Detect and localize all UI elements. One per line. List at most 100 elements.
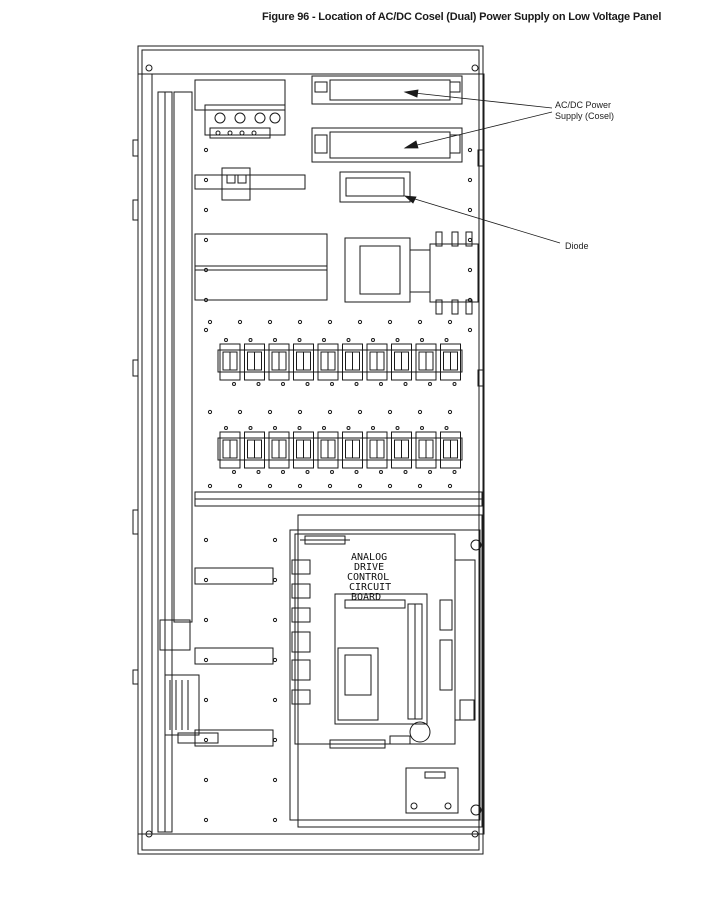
cosel-power-supply-1 (311, 75, 463, 105)
mounting-hole (267, 483, 273, 489)
mounting-hole (387, 409, 393, 415)
terminal-block (440, 338, 461, 386)
cosel-power-supply-2 (311, 127, 463, 163)
mounting-hole (417, 483, 423, 489)
mounting-hole (447, 319, 453, 325)
power-supply-callout-line1: AC/DC Power (555, 100, 612, 110)
mounting-hole (297, 319, 303, 325)
board-label-line5: BOARD (351, 592, 381, 603)
terminal-block (317, 338, 339, 386)
mounting-hole (267, 319, 273, 325)
mounting-hole (467, 207, 473, 213)
mounting-hole (467, 327, 473, 333)
board-label-line4: CIRCUIT (349, 582, 391, 593)
terminal-row-lower (217, 426, 463, 474)
mounting-hole (327, 409, 333, 415)
terminal-block (342, 426, 363, 474)
mounting-hole (387, 483, 393, 489)
terminal-block (415, 426, 437, 474)
left-vertical-rail (157, 91, 219, 833)
terminal-block (366, 338, 388, 386)
contactor (409, 231, 479, 315)
mounting-hole (327, 319, 333, 325)
mounting-hole (203, 147, 209, 153)
mounting-hole (467, 177, 473, 183)
mounting-hole (447, 483, 453, 489)
lower-din-rails (194, 567, 274, 747)
mounting-hole (203, 537, 209, 543)
board-label-line2: DRIVE (354, 562, 384, 573)
filter-housing (194, 233, 328, 301)
terminal-block (268, 426, 290, 474)
mounting-hole (207, 319, 213, 325)
mounting-hole (272, 537, 278, 543)
mounting-hole (203, 327, 209, 333)
terminal-block (244, 338, 265, 386)
din-rail (217, 437, 463, 461)
mounting-hole (297, 483, 303, 489)
mounting-hole (203, 617, 209, 623)
din-rail (217, 349, 463, 373)
mounting-hole (203, 697, 209, 703)
transformer (344, 237, 411, 303)
mounting-hole (203, 237, 209, 243)
callout-leaders (403, 89, 561, 244)
mounting-hole (272, 577, 278, 583)
mounting-hole (272, 697, 278, 703)
terminal-block (440, 426, 461, 474)
mounting-hole (207, 409, 213, 415)
diode-callout: Diode (565, 241, 589, 251)
mounting-hole (387, 319, 393, 325)
board-label: ANALOG DRIVE CONTROL CIRCUIT BOARD (347, 552, 391, 603)
mounting-hole (203, 737, 209, 743)
mounting-hole (272, 737, 278, 743)
mounting-hole (203, 297, 209, 303)
mounting-hole (203, 177, 209, 183)
terminal-row-upper (217, 338, 463, 386)
mounting-holes (203, 147, 473, 823)
terminal-block (293, 426, 314, 474)
mounting-hole (447, 409, 453, 415)
cabinet-frame (132, 45, 485, 855)
terminal-block (415, 338, 437, 386)
mounting-hole (417, 319, 423, 325)
board-label-line1: ANALOG (351, 552, 387, 563)
mounting-hole (272, 657, 278, 663)
mounting-hole (272, 777, 278, 783)
mounting-hole (237, 483, 243, 489)
mounting-hole (417, 409, 423, 415)
power-supply-callout-line2: Supply (Cosel) (555, 111, 615, 121)
cable-duct (194, 491, 483, 507)
mounting-hole (467, 267, 473, 273)
mounting-hole (467, 297, 473, 303)
mounting-hole (203, 817, 209, 823)
terminal-block (268, 338, 290, 386)
terminal-block (317, 426, 339, 474)
terminal-block (293, 338, 314, 386)
mounting-hole (467, 147, 473, 153)
diode (339, 171, 411, 203)
mounting-hole (327, 483, 333, 489)
mounting-hole (272, 617, 278, 623)
mounting-hole (203, 577, 209, 583)
mounting-hole (203, 267, 209, 273)
terminal-block (219, 338, 241, 386)
mounting-hole (267, 409, 273, 415)
mounting-hole (237, 319, 243, 325)
terminal-block (219, 426, 241, 474)
mounting-hole (357, 319, 363, 325)
mounting-hole (467, 237, 473, 243)
terminal-block (244, 426, 265, 474)
mounting-hole (357, 483, 363, 489)
mounting-hole (203, 207, 209, 213)
mounting-hole (357, 409, 363, 415)
terminal-block (342, 338, 363, 386)
mounting-hole (203, 777, 209, 783)
terminal-block (391, 338, 412, 386)
power-supply-callout: AC/DC Power Supply (Cosel) (555, 100, 614, 122)
figure-title: Figure 96 - Location of AC/DC Cosel (Dua… (262, 11, 662, 23)
mounting-hole (207, 483, 213, 489)
analog-drive-control-board (289, 514, 483, 828)
fuse-block (194, 79, 286, 139)
